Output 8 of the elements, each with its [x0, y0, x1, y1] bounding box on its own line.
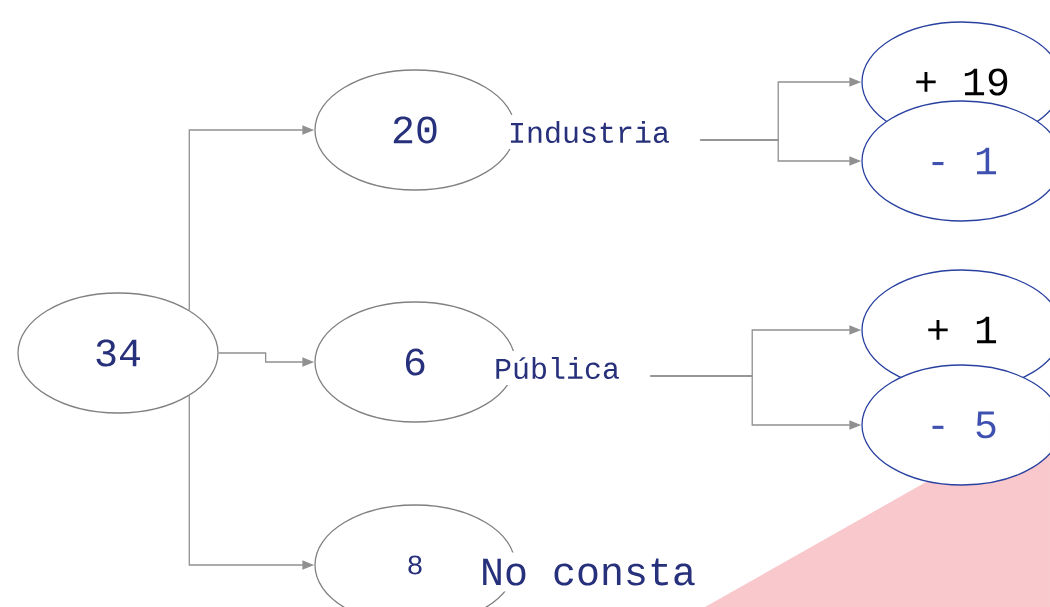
node-label: - 1 [932, 147, 997, 175]
category-label: Industria [502, 114, 676, 150]
ellipse-node: - 5 [861, 364, 1050, 486]
ellipse-node: - 1 [861, 100, 1050, 222]
category-label: No consta [474, 552, 702, 592]
node-label: - 5 [932, 411, 996, 439]
category-label: Pública [488, 350, 626, 385]
ellipse-node: 34 [17, 292, 219, 414]
